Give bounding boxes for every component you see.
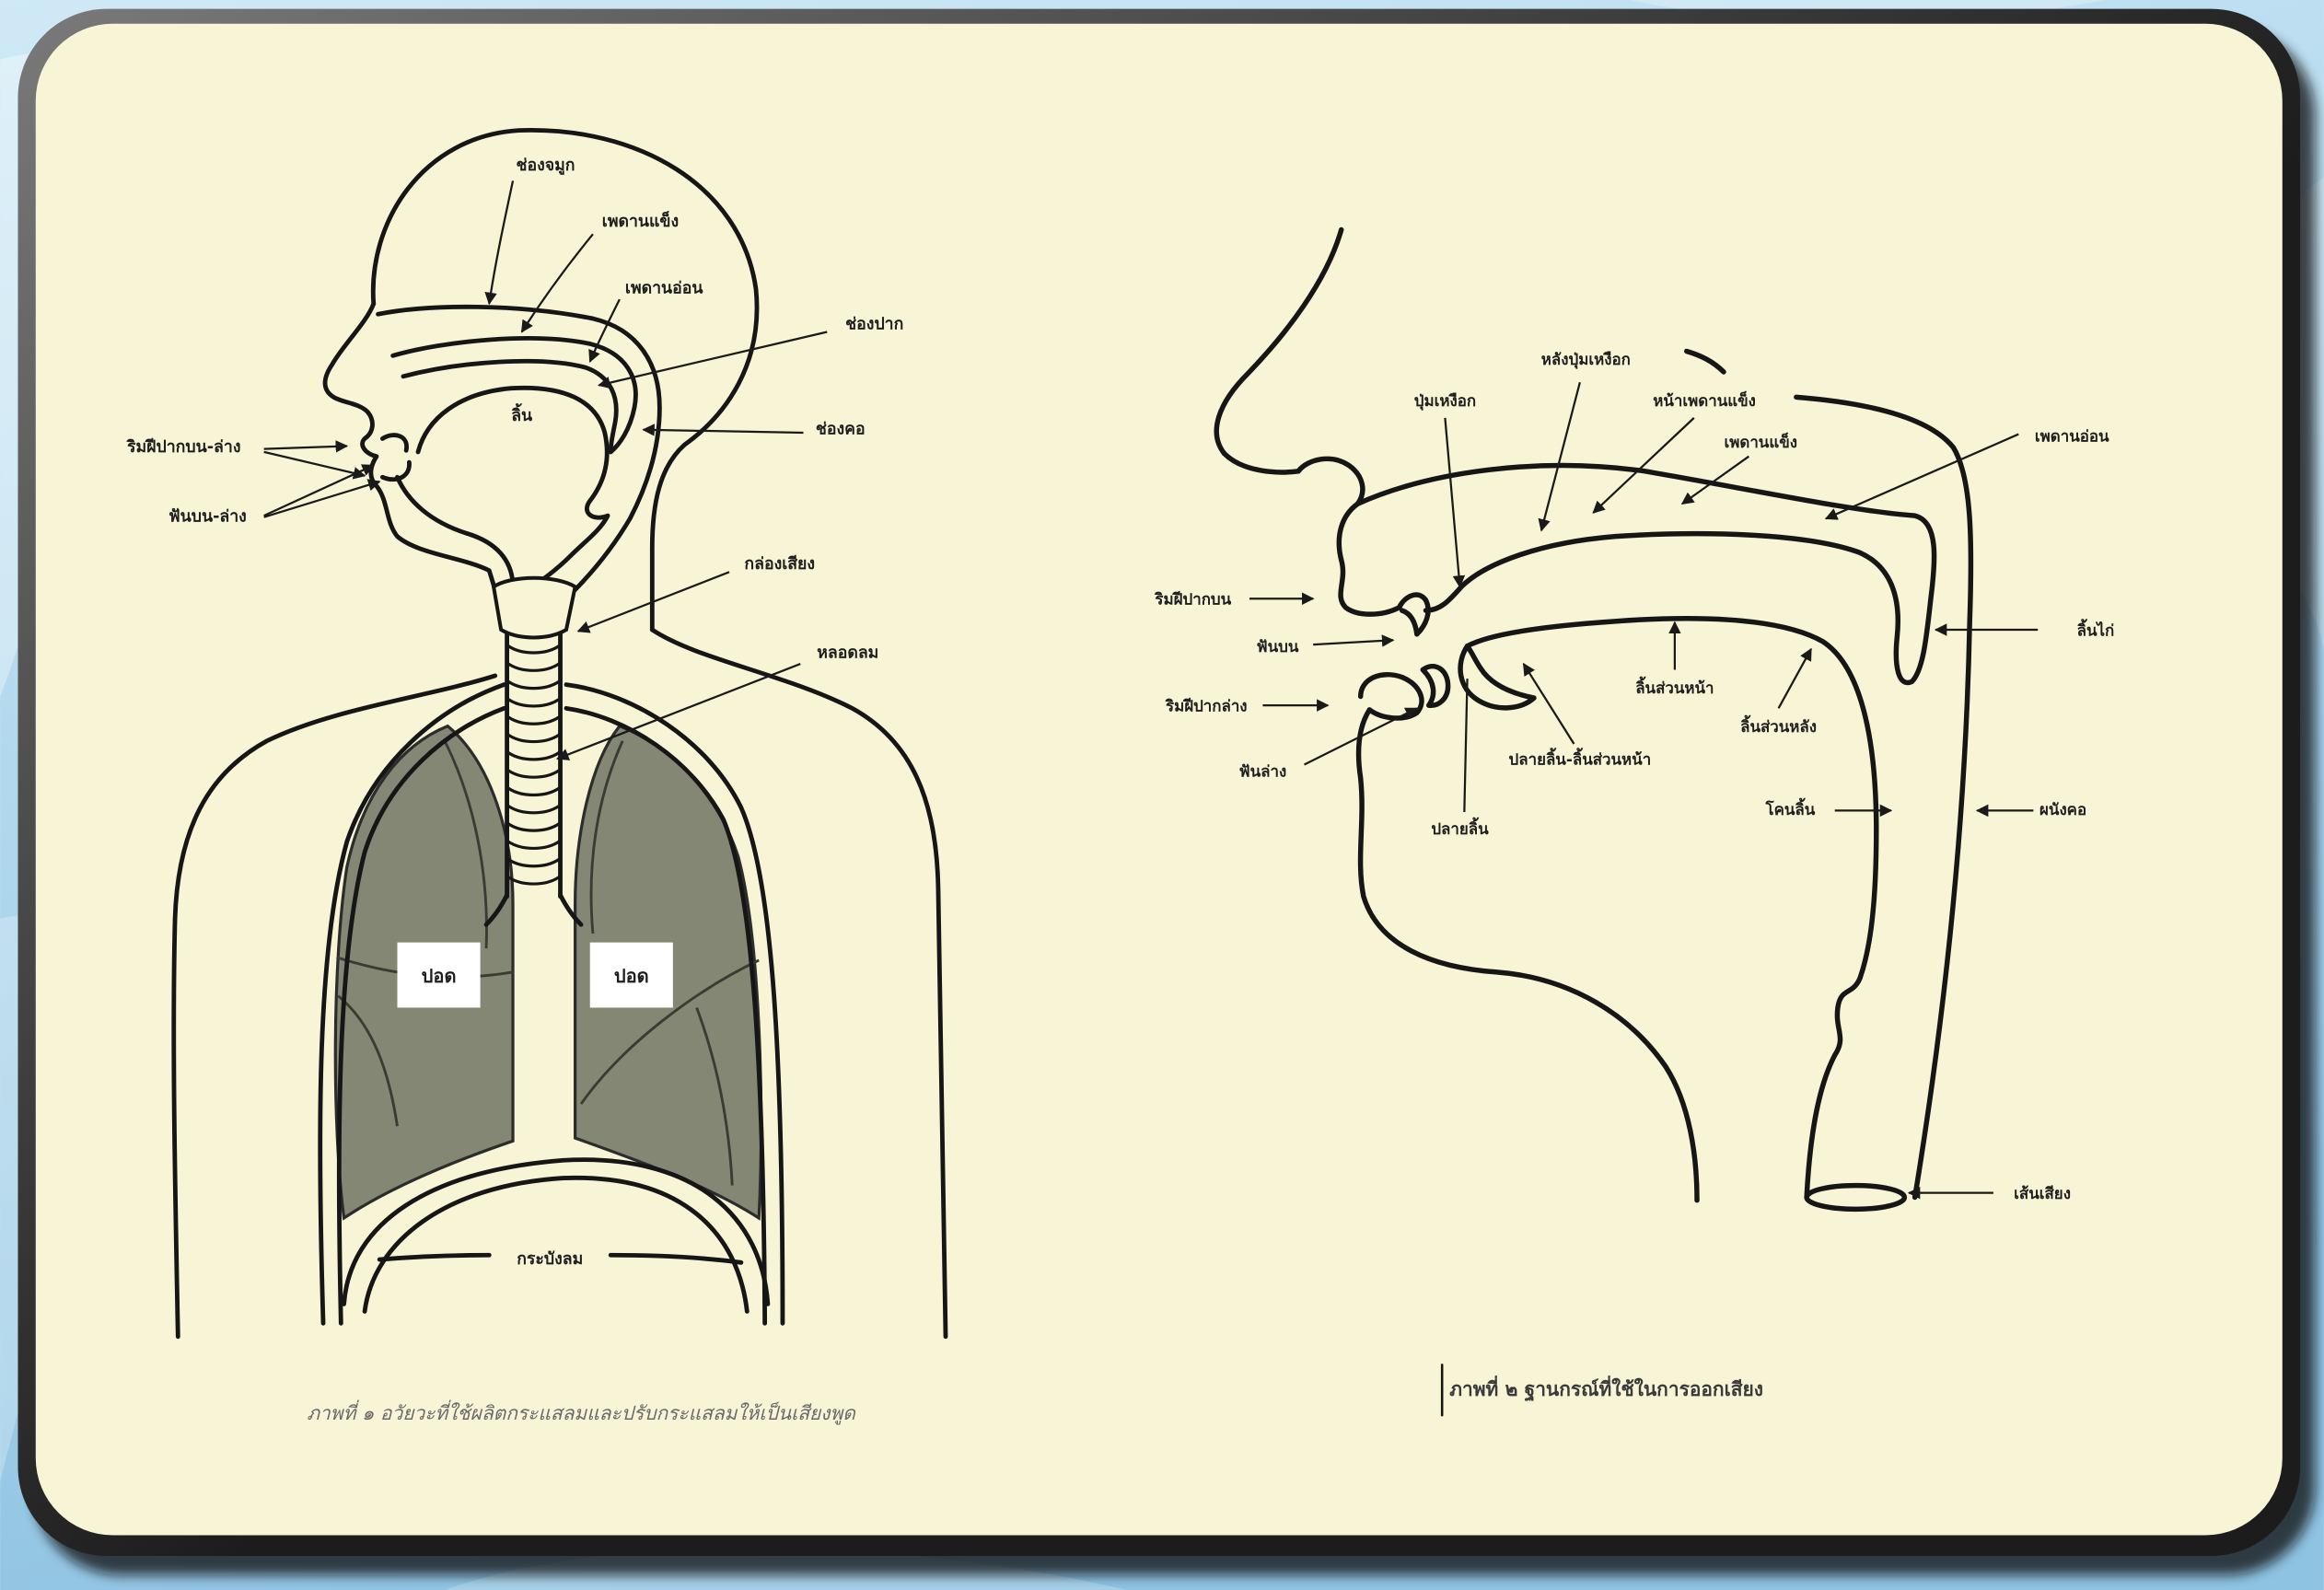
label-vocal-cords: เส้นเสียง	[2014, 1184, 2071, 1202]
panel	[36, 24, 2283, 1536]
label-post-alveolar: หลังปุ่มเหงือก	[1541, 350, 1631, 369]
figure-1-caption: ภาพที่ ๑ อวัยวะที่ใช้ผลิตกระแสลมและปรับก…	[307, 1399, 856, 1425]
label-tongue-tip: ปลายลิ้น	[1431, 817, 1489, 838]
label-lips: ริมฝีปากบน-ล่าง	[125, 437, 240, 457]
lung-left-label: ปอด	[422, 965, 457, 987]
label-oral-cavity: ช่องปาก	[845, 315, 903, 333]
figure-2-caption: ภาพที่ ๒ ฐานกรณ์ที่ใช้ในการออกเสียง	[1449, 1375, 1763, 1402]
larynx-cartilage	[494, 578, 575, 638]
label-larynx: กล่องเสียง	[744, 554, 815, 574]
label-soft-palate: เพดานอ่อน	[2035, 427, 2109, 446]
label-soft-palate: เพดานอ่อน	[625, 280, 703, 298]
label-diaphragm: กระบังลม	[517, 1250, 583, 1269]
label-pharynx: ช่องคอ	[816, 421, 866, 439]
label-teeth: ฟันบน-ล่าง	[168, 508, 247, 527]
label-lower-lip: ริมฝีปากล่าง	[1165, 697, 1247, 715]
label-trachea: หลอดลม	[817, 644, 878, 663]
label-upper-lip: ริมฝีปากบน	[1154, 590, 1231, 609]
label-pharynx-wall: ผนังคอ	[2039, 800, 2086, 818]
label-uvula: ลิ้นไก่	[2077, 618, 2115, 639]
label-tongue-root: โคนลิ้น	[1765, 797, 1816, 818]
label-lower-teeth: ฟันล่าง	[1239, 761, 1287, 780]
label-pre-palatal: หน้าเพดานแข็ง	[1653, 390, 1756, 410]
label-upper-teeth: ฟันบน	[1257, 637, 1299, 656]
label-alveolar-ridge: ปุ่มเหงือก	[1414, 391, 1476, 411]
lung-right-label: ปอด	[614, 965, 649, 987]
label-hard-palate: เพดานแข็ง	[602, 210, 679, 231]
label-tongue: ลิ้น	[511, 403, 532, 425]
label-back-tongue: ลิ้นส่วนหลัง	[1740, 714, 1817, 736]
label-hard-palate: เพดานแข็ง	[1724, 432, 1797, 451]
label-tip-blade: ปลายลิ้น-ลิ้นส่วนหน้า	[1509, 748, 1652, 769]
label-front-tongue: ลิ้นส่วนหน้า	[1635, 676, 1714, 697]
label-nasal-cavity: ช่องจมูก	[516, 157, 575, 176]
